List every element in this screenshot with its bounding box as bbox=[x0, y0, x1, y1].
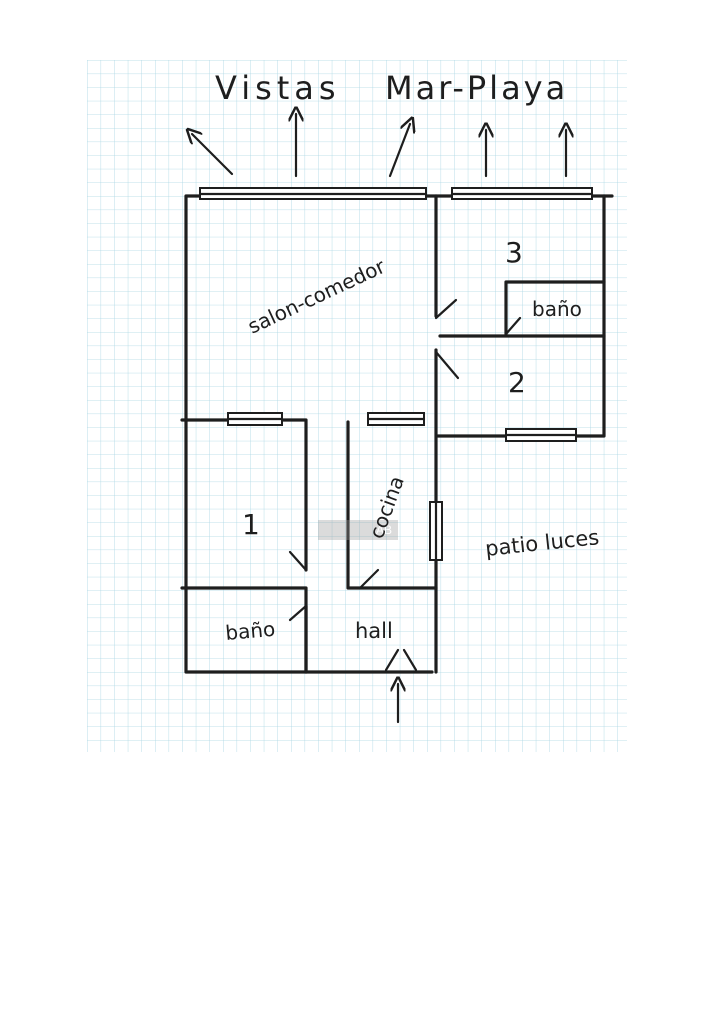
room-label-bedroom3: 3 bbox=[505, 236, 523, 269]
room-label-bedroom2: 2 bbox=[508, 366, 526, 399]
door-icon bbox=[434, 350, 460, 380]
doors bbox=[288, 298, 522, 672]
room-label-bedroom1: 1 bbox=[242, 508, 260, 541]
door-icon bbox=[288, 550, 308, 572]
door-icon bbox=[402, 648, 418, 672]
door-icon bbox=[384, 648, 400, 672]
kitchen-walls bbox=[346, 420, 438, 590]
bedroom1-walls bbox=[180, 418, 308, 572]
room-label-bath1: baño bbox=[224, 617, 276, 645]
view-arrows bbox=[192, 114, 566, 178]
door-icon bbox=[358, 568, 380, 590]
graph-paper bbox=[87, 60, 627, 752]
watermark-logo: AB bbox=[318, 520, 398, 540]
wing-outer-wall bbox=[436, 194, 606, 438]
room-label-hall: hall bbox=[355, 619, 393, 643]
door-icon bbox=[288, 604, 308, 622]
title-mar-playa: Mar-Playa bbox=[385, 69, 568, 107]
title-vistas: Vistas bbox=[215, 69, 341, 107]
watermark-text: AB bbox=[376, 523, 392, 537]
room-label-bath3: baño bbox=[532, 297, 582, 321]
windows bbox=[198, 187, 594, 562]
door-icon bbox=[434, 298, 458, 320]
door-icon bbox=[504, 316, 522, 336]
view-arrow-icon bbox=[388, 124, 410, 178]
view-arrow-icon bbox=[192, 134, 234, 176]
bath3-walls bbox=[504, 280, 606, 336]
